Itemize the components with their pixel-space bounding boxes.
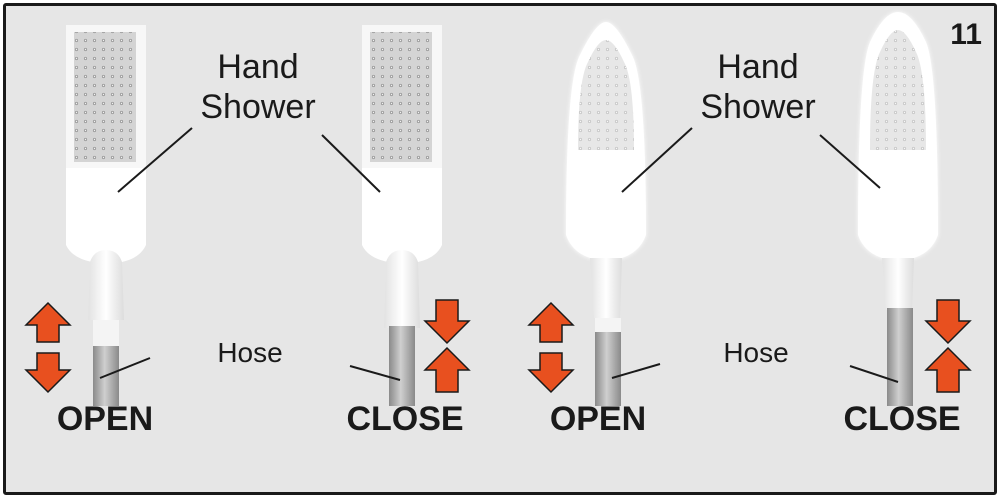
hose-label: Hose [217,337,282,368]
panel-1-open: Hand Shower Hose OPEN [24,25,316,438]
leader-line-shower-1 [117,127,193,193]
spray-face-3 [578,40,634,150]
leader-line-shower-4 [819,134,881,189]
leader-line-hose-1 [99,357,151,379]
arrow-up-4 [924,346,972,393]
hose-2 [389,326,415,406]
state-label: OPEN [550,400,646,438]
arrow-up-3 [527,301,575,343]
leader-line-hose-2 [349,365,401,381]
panel-4-close: CLOSE [819,12,972,438]
spray-face-4 [870,30,926,150]
leader-line-shower-3 [621,127,693,193]
hose-4 [887,308,913,406]
arrow-down-3 [527,352,575,394]
spray-face-2 [370,32,432,162]
panel-3-open: Hand Shower Hose OPEN [527,22,816,438]
hand-shower-4 [858,12,938,310]
hose-label: Hose [723,337,788,368]
arrow-down-1 [24,352,72,394]
hand-shower-1 [66,25,146,320]
step-number: 11 [950,18,982,51]
arrow-down-4 [924,299,972,345]
hand-shower-label-line1: Hand [717,48,798,86]
hand-shower-label-line2: Shower [200,88,315,126]
hand-shower-label-line1: Hand [217,48,298,86]
figure-frame [3,3,997,495]
spray-face-1 [74,32,136,162]
panel-2-close: CLOSE [321,25,471,438]
state-label: OPEN [57,400,153,438]
hand-shower-2 [362,25,442,328]
arrow-up-1 [24,301,72,343]
state-label: CLOSE [843,400,960,438]
state-label: CLOSE [346,400,463,438]
hand-shower-label-line2: Shower [700,88,815,126]
hand-shower-3 [566,22,646,318]
hose-3 [595,318,621,406]
hose-1 [93,320,119,406]
leader-line-hose-3 [611,363,661,379]
leader-line-shower-2 [321,134,381,193]
leader-line-hose-4 [849,365,899,383]
arrow-down-2 [423,299,471,345]
arrow-up-2 [423,346,471,393]
